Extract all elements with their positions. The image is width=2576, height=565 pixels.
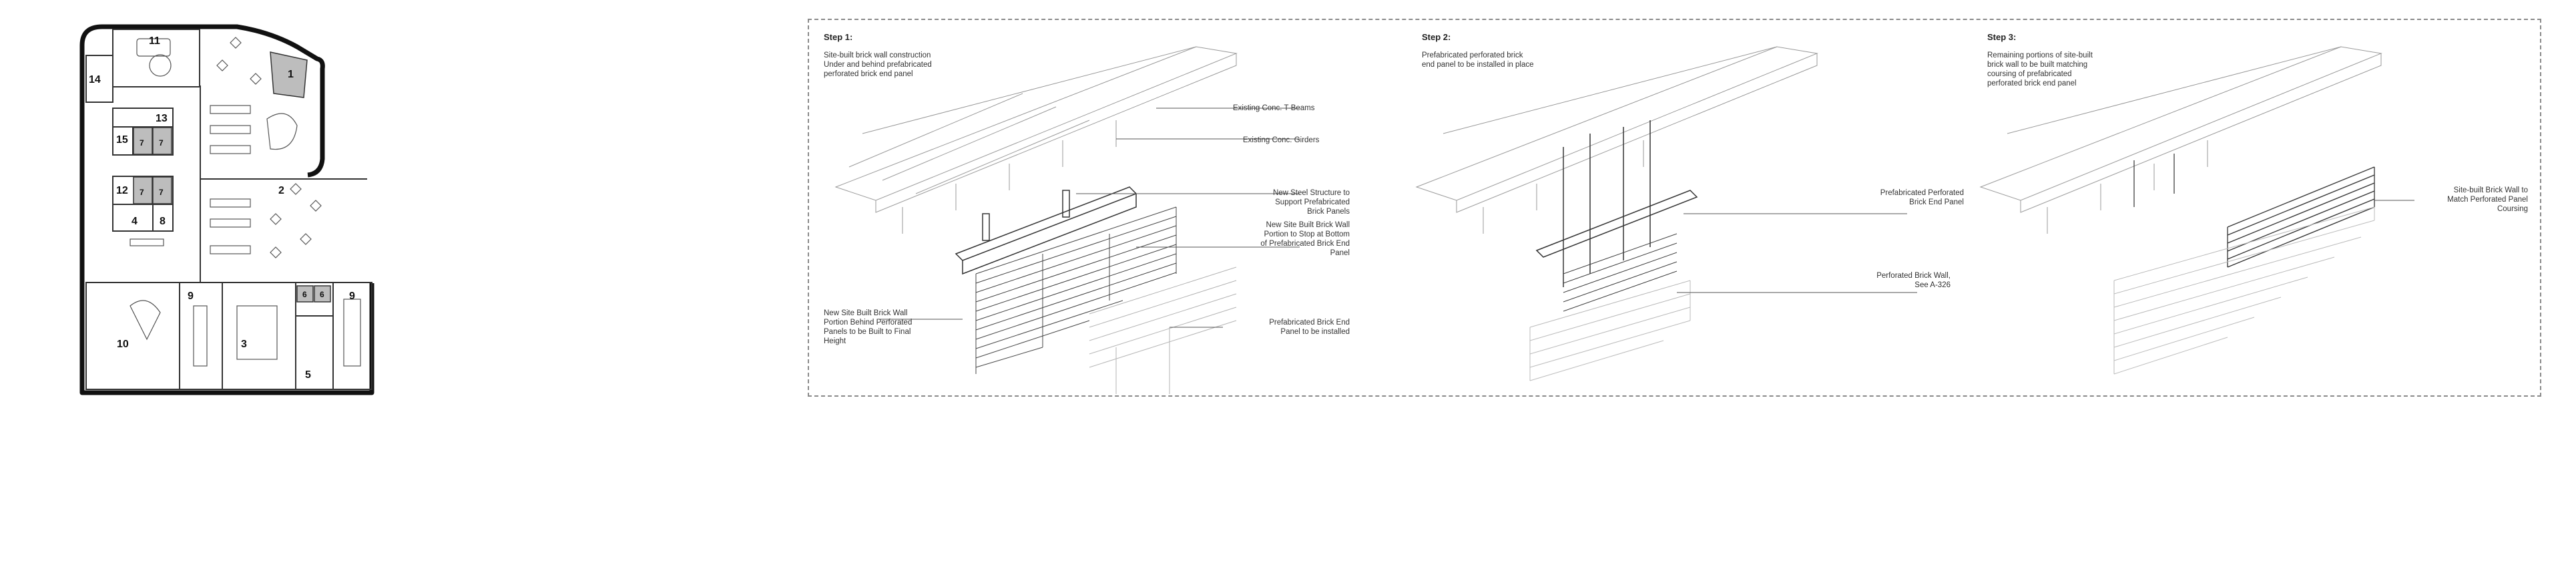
room-number: 3 xyxy=(241,339,247,350)
callout-perforated-brick-wall: Perforated Brick Wall, See A-326 xyxy=(1876,272,1951,289)
room-number: 10 xyxy=(117,339,129,350)
room-number: 7 xyxy=(159,188,164,197)
callout-new-steel-structure: New Steel Structure to Support Prefabric… xyxy=(1272,189,1350,216)
step-3-description: Remaining portions of site-built brick w… xyxy=(1987,51,2093,87)
room-number: 1 xyxy=(288,69,294,80)
inner-structure xyxy=(85,29,372,390)
room-number: 11 xyxy=(149,35,160,47)
room-number: 9 xyxy=(349,291,355,302)
callout-new-brick-wall-final-height: New Site Built Brick Wall Portion Behind… xyxy=(824,309,913,345)
callout-existing-girders: Existing Conc. Girders xyxy=(1243,136,1320,144)
room-number: 6 xyxy=(320,290,324,299)
step-3-site-built-wall xyxy=(2113,206,2375,375)
furniture xyxy=(130,37,361,367)
step-2-brick-courses xyxy=(1563,233,1678,312)
room-number: 2 xyxy=(278,185,284,196)
room-number: 14 xyxy=(89,74,101,85)
step-2-title: Step 2: xyxy=(1422,32,1451,42)
step-3-perforated-panel xyxy=(2227,166,2375,268)
room-number: 7 xyxy=(140,138,144,148)
room-number: 12 xyxy=(116,185,128,196)
callout-new-brick-wall-stop: New Site Built Brick Wall Portion to Sto… xyxy=(1260,221,1350,257)
step-3-title: Step 3: xyxy=(1987,32,2017,42)
room-number-labels: 11 1 14 13 15 7 7 12 7 7 4 8 2 9 3 6 6 9… xyxy=(89,35,355,381)
room-number: 6 xyxy=(302,290,307,299)
step-3-axonometric-drawing xyxy=(1979,46,2414,375)
callout-prefab-panel-to-install: Prefabricated Brick End Panel to be inst… xyxy=(1269,319,1350,336)
floor-plan: 11 1 14 13 15 7 7 12 7 7 4 8 2 9 3 6 6 9… xyxy=(79,24,374,395)
step-1-title: Step 1: xyxy=(824,32,853,42)
step-1-axonometric-drawing xyxy=(834,46,1300,394)
room-number: 7 xyxy=(140,188,144,197)
room-number: 4 xyxy=(132,216,138,227)
room-number: 7 xyxy=(159,138,164,148)
callout-prefab-perforated-panel: Prefabricated Perforated Brick End Panel xyxy=(1880,189,1964,206)
step-2-axonometric-drawing xyxy=(1415,46,1917,381)
room-number: 5 xyxy=(305,369,311,381)
room-number: 9 xyxy=(188,291,194,302)
callout-existing-t-beams: Existing Conc. T-Beams xyxy=(1233,104,1315,112)
room-number: 8 xyxy=(160,216,166,227)
outer-walls xyxy=(79,24,374,395)
room-number: 15 xyxy=(116,134,128,146)
step-1-description: Site-built brick wall construction Under… xyxy=(824,51,932,78)
shaded-rooms xyxy=(133,51,331,303)
step-2-description: Prefabricated perforated brick end panel… xyxy=(1422,51,1534,69)
construction-sequence-panel: Step 1: Site-built brick wall constructi… xyxy=(808,19,2541,397)
step-1-brick-courses xyxy=(975,206,1177,374)
callout-site-built-brick-wall: Site-built Brick Wall to Match Perforate… xyxy=(2447,186,2528,213)
room-number: 13 xyxy=(156,113,168,124)
